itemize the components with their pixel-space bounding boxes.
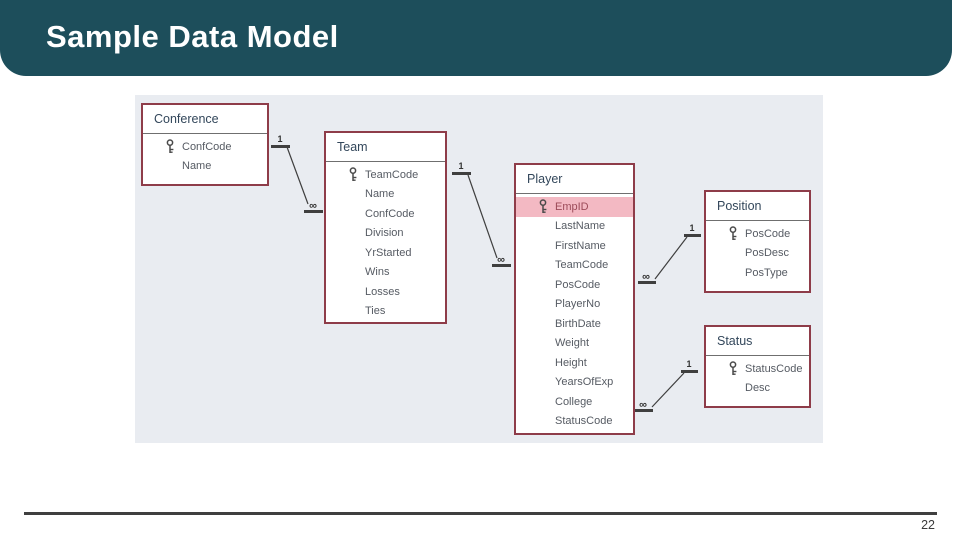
key-icon-cell bbox=[165, 139, 182, 154]
field-row[interactable]: College bbox=[516, 392, 633, 412]
entity-title: Conference bbox=[143, 105, 267, 134]
key-icon bbox=[729, 226, 737, 241]
field-row[interactable]: ConfCode bbox=[326, 204, 445, 224]
key-icon-cell bbox=[728, 361, 745, 376]
field-row[interactable]: YrStarted bbox=[326, 243, 445, 263]
field-row[interactable]: Division bbox=[326, 224, 445, 244]
field-row[interactable]: LastName bbox=[516, 217, 633, 237]
field-name: PlayerNo bbox=[555, 298, 601, 311]
field-name: PosDesc bbox=[745, 247, 790, 260]
key-icon bbox=[349, 167, 357, 182]
field-row[interactable]: EmpID bbox=[516, 197, 633, 217]
field-name: Weight bbox=[555, 337, 590, 350]
field-row[interactable]: FirstName bbox=[516, 236, 633, 256]
entity-title: Status bbox=[706, 327, 809, 356]
field-row[interactable]: Name bbox=[326, 185, 445, 205]
field-row[interactable]: Ties bbox=[326, 302, 445, 322]
key-icon bbox=[729, 361, 737, 376]
page-number: 22 bbox=[921, 518, 935, 532]
field-name: YearsOfExp bbox=[555, 376, 614, 389]
field-name: College bbox=[555, 395, 593, 408]
field-name: BirthDate bbox=[555, 317, 601, 330]
field-row[interactable]: BirthDate bbox=[516, 314, 633, 334]
field-name: Desc bbox=[745, 382, 771, 395]
field-row[interactable]: StatusCode bbox=[516, 412, 633, 432]
key-icon-cell bbox=[538, 199, 555, 214]
field-row[interactable]: PosCode bbox=[706, 224, 809, 244]
field-name: FirstName bbox=[555, 239, 606, 252]
field-name: TeamCode bbox=[365, 168, 419, 181]
field-row[interactable]: PosType bbox=[706, 263, 809, 283]
field-row[interactable]: Desc bbox=[706, 379, 809, 399]
field-name: TeamCode bbox=[555, 259, 609, 272]
entity-title: Position bbox=[706, 192, 809, 221]
field-name: PosCode bbox=[555, 278, 601, 291]
field-row[interactable]: TeamCode bbox=[516, 256, 633, 276]
field-row[interactable]: Height bbox=[516, 353, 633, 373]
field-name: Height bbox=[555, 356, 587, 369]
key-icon bbox=[166, 139, 174, 154]
field-row[interactable]: Losses bbox=[326, 282, 445, 302]
field-row[interactable]: Weight bbox=[516, 334, 633, 354]
field-name: LastName bbox=[555, 220, 606, 233]
field-name: ConfCode bbox=[182, 140, 232, 153]
field-name: StatusCode bbox=[745, 362, 803, 375]
field-row[interactable]: TeamCode bbox=[326, 165, 445, 185]
field-name: PosType bbox=[745, 266, 788, 279]
field-row[interactable]: PosDesc bbox=[706, 244, 809, 264]
field-name: StatusCode bbox=[555, 415, 613, 428]
field-name: Name bbox=[365, 188, 395, 201]
entity-title: Player bbox=[516, 165, 633, 194]
field-row[interactable]: YearsOfExp bbox=[516, 373, 633, 393]
field-name: Division bbox=[365, 227, 404, 240]
field-row[interactable]: ConfCode bbox=[143, 137, 267, 157]
field-name: EmpID bbox=[555, 200, 589, 213]
field-row[interactable]: PosCode bbox=[516, 275, 633, 295]
field-name: Ties bbox=[365, 305, 386, 318]
field-name: Name bbox=[182, 160, 212, 173]
field-name: YrStarted bbox=[365, 246, 412, 259]
field-name: Wins bbox=[365, 266, 390, 279]
key-icon-cell bbox=[728, 226, 745, 241]
key-icon-cell bbox=[348, 167, 365, 182]
field-name: PosCode bbox=[745, 227, 791, 240]
slide-title: Sample Data Model bbox=[46, 19, 339, 54]
field-row[interactable]: Wins bbox=[326, 263, 445, 283]
field-name: Losses bbox=[365, 285, 400, 298]
field-row[interactable]: StatusCode bbox=[706, 359, 809, 379]
key-icon bbox=[539, 199, 547, 214]
entity-title: Team bbox=[326, 133, 445, 162]
footer-divider bbox=[24, 512, 937, 515]
field-row[interactable]: PlayerNo bbox=[516, 295, 633, 315]
slide-header: Sample Data Model bbox=[0, 0, 952, 76]
field-name: ConfCode bbox=[365, 207, 415, 220]
field-row[interactable]: Name bbox=[143, 157, 267, 177]
